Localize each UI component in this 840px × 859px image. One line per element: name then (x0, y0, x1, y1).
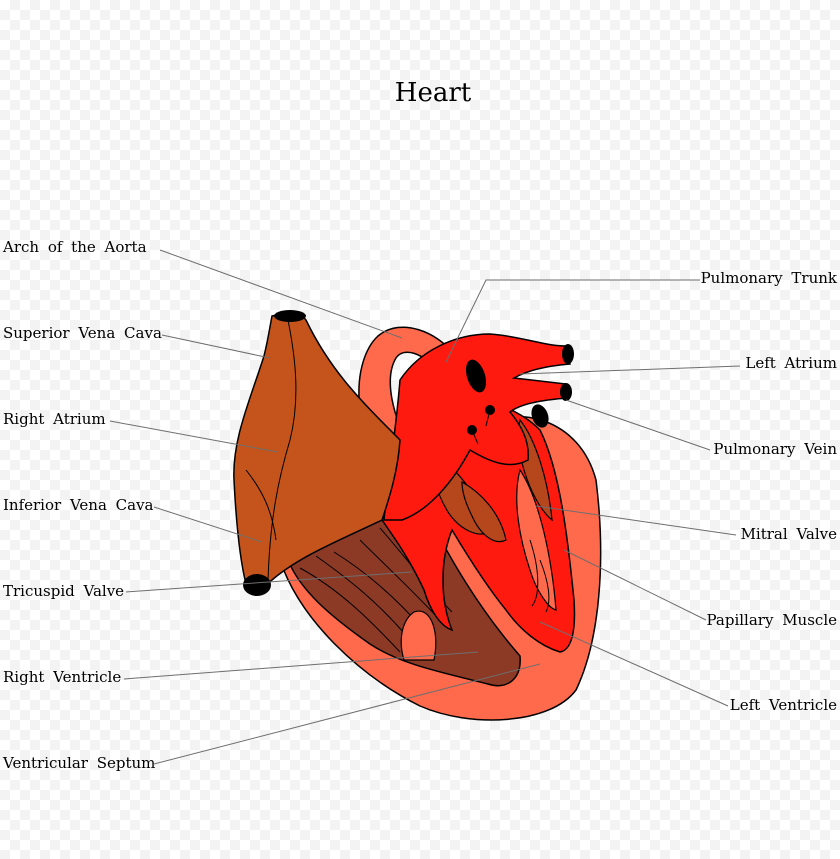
leader-tricuspid-valve (125, 571, 413, 593)
diagram-title: Heart (394, 78, 472, 108)
left-papillary-strands (529, 539, 550, 613)
leader-ventricular-septum (153, 663, 541, 765)
leader-superior-vena-cava (161, 334, 271, 359)
label-superior-vena-cava: Superior Vena Cava (3, 324, 162, 342)
leader-right-ventricle (123, 651, 479, 680)
label-left-atrium: Left Atrium (745, 354, 837, 372)
label-mitral-valve: Mitral Valve (740, 525, 837, 543)
label-pulmonary-vein: Pulmonary Vein (713, 440, 837, 458)
vena-cava-contours (245, 319, 297, 581)
leader-inferior-vena-cava (153, 506, 263, 543)
leader-pulmonary-trunk (445, 279, 700, 363)
left-ventricle-inner (516, 468, 557, 611)
vena-cava-right-atrium (233, 313, 401, 589)
superior-vena-cava-opening (274, 310, 306, 322)
left-pulmonary-artery-opening (562, 344, 574, 364)
leader-papillary-muscle (563, 549, 707, 621)
label-pulmonary-trunk: Pulmonary Trunk (700, 269, 837, 287)
label-tricuspid-valve: Tricuspid Valve (3, 582, 125, 600)
leader-left-ventricle (539, 621, 729, 707)
leader-left-atrium (519, 365, 741, 375)
coronary-vessel-stubs (471, 409, 491, 445)
leader-lines (109, 249, 741, 765)
label-inferior-vena-cava: Inferior Vena Cava (3, 496, 154, 514)
pulmonary-vein-opening (560, 383, 572, 401)
leader-right-atrium (109, 420, 279, 453)
leader-arch-of-aorta (159, 249, 403, 339)
label-papillary-muscle: Papillary Muscle (706, 611, 837, 629)
leader-mitral-valve (535, 505, 737, 536)
label-arch-of-aorta: Arch of the Aorta (3, 238, 147, 256)
label-ventricular-septum: Ventricular Septum (3, 754, 156, 772)
pulmonary-trunk-opening (465, 359, 487, 393)
inferior-vena-cava-opening (243, 574, 271, 596)
aortic-opening (531, 404, 549, 428)
label-right-ventricle: Right Ventricle (3, 668, 122, 686)
pulmonary-trunk (383, 333, 571, 521)
leader-pulmonary-vein (565, 399, 711, 451)
label-left-ventricle: Left Ventricle (729, 696, 837, 714)
right-papillary-muscle (400, 610, 437, 661)
label-right-atrium: Right Atrium (3, 410, 106, 428)
tricuspid-tissue-2 (461, 480, 507, 543)
